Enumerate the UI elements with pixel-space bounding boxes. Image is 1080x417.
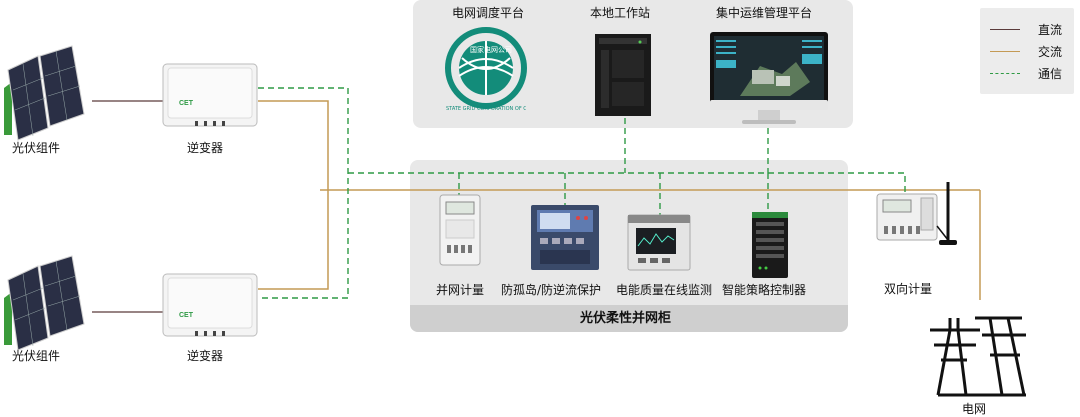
label-local-station: 本地工作站 bbox=[590, 6, 651, 20]
legend-item-dc: 直流 bbox=[990, 22, 1070, 38]
state-grid-logo-icon bbox=[445, 27, 527, 109]
pv-panel-top-icon bbox=[4, 45, 85, 141]
logo-cn-text: 国家电网公司 bbox=[470, 46, 512, 54]
cabinet-title: 光伏柔性并网柜 bbox=[580, 311, 672, 326]
comm-bus bbox=[348, 172, 906, 195]
inverter-top-icon: CET bbox=[162, 63, 258, 127]
label-grid-meter: 并网计量 bbox=[436, 283, 485, 297]
ac-line-top-inverter bbox=[258, 100, 329, 190]
transmission-tower-icon bbox=[930, 316, 1026, 397]
ops-monitor-icon bbox=[710, 32, 828, 124]
pv-panel-bottom-icon bbox=[4, 255, 85, 351]
ac-line-bottom-inverter bbox=[258, 190, 329, 290]
svg-text:CET: CET bbox=[179, 100, 194, 107]
label-controller: 智能策略控制器 bbox=[722, 283, 807, 297]
legend-label-ac: 交流 bbox=[1038, 45, 1063, 59]
inverter-bottom-icon: CET bbox=[162, 273, 258, 337]
logo-en-text: STATE GRID CORPORATION OF CHINA bbox=[446, 106, 526, 112]
label-grid-dispatch: 电网调度平台 bbox=[452, 6, 525, 20]
legend-item-comm: 通信 bbox=[990, 66, 1070, 82]
cabinet-title-bar bbox=[410, 305, 848, 332]
legend-label-comm: 通信 bbox=[1038, 67, 1063, 81]
label-grid: 电网 bbox=[962, 402, 987, 416]
label-bidirectional-meter: 双向计量 bbox=[884, 282, 933, 296]
label-pv-bottom: 光伏组件 bbox=[12, 349, 61, 363]
power-quality-monitor-icon bbox=[627, 214, 691, 271]
legend-item-ac: 交流 bbox=[990, 44, 1070, 60]
label-inverter-bottom: 逆变器 bbox=[187, 349, 224, 363]
antenna-icon bbox=[936, 182, 957, 245]
grid-meter-icon bbox=[439, 194, 481, 266]
legend: 直流 交流 通信 bbox=[980, 8, 1074, 94]
svg-text:CET: CET bbox=[179, 312, 194, 319]
label-protection: 防孤岛/防逆流保护 bbox=[501, 283, 602, 297]
bidirectional-meter-icon bbox=[876, 193, 938, 241]
comm-line-top-inverter bbox=[258, 87, 349, 299]
legend-label-dc: 直流 bbox=[1038, 23, 1063, 37]
label-ops-platform: 集中运维管理平台 bbox=[716, 6, 813, 20]
smart-controller-icon bbox=[752, 212, 788, 278]
label-inverter-top: 逆变器 bbox=[187, 141, 224, 155]
label-power-quality: 电能质量在线监测 bbox=[616, 283, 713, 297]
label-pv-top: 光伏组件 bbox=[12, 141, 61, 155]
anti-islanding-protection-icon bbox=[531, 205, 599, 270]
workstation-icon bbox=[595, 34, 651, 116]
